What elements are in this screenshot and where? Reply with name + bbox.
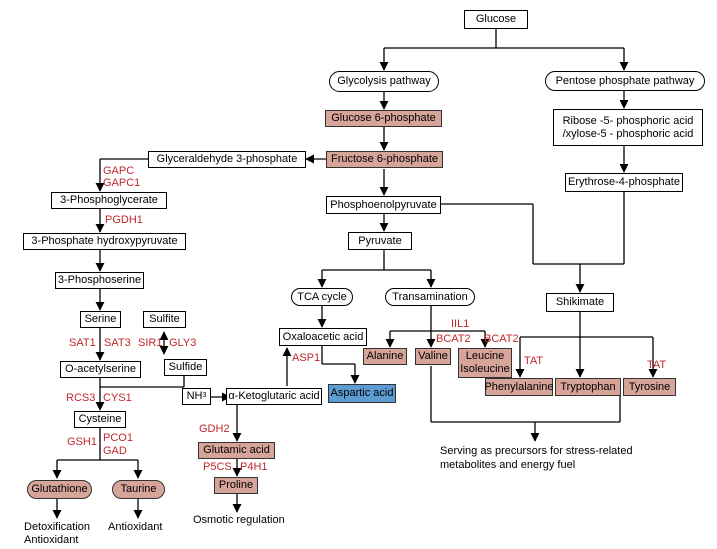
- enzyme-gdh2: GDH2: [199, 423, 230, 435]
- glutathione-node: Glutathione: [27, 480, 92, 499]
- enzyme-tat-phenylalanine: TAT: [524, 355, 544, 367]
- isoleucine-label: Isoleucine: [460, 363, 510, 375]
- glycolysis-pathway-node: Glycolysis pathway: [329, 71, 439, 92]
- serving-precursors-note-line1: Serving as precursors for stress-related: [440, 445, 633, 457]
- enzyme-cys1: CYS1: [103, 392, 132, 404]
- enzyme-p4h1: P4H1: [240, 461, 268, 473]
- enzyme-asp1: ASP1: [292, 352, 321, 364]
- osmotic-regulation-note: Osmotic regulation: [193, 514, 285, 526]
- enzyme-pgdh1: PGDH1: [105, 214, 143, 226]
- serving-precursors-note-line2: metabolites and energy fuel: [440, 459, 576, 471]
- erythrose-4-phosphate-node: Erythrose-4-phosphate: [565, 173, 683, 192]
- glucose-6-phosphate-node: Glucose 6-phosphate: [325, 110, 442, 127]
- glutathione-antioxidant-note: Antioxidant: [24, 534, 79, 546]
- taurine-antioxidant-note: Antioxidant: [108, 521, 163, 533]
- enzyme-sat1: SAT1: [69, 337, 96, 349]
- enzyme-gad: GAD: [103, 445, 127, 457]
- tca-cycle-node: TCA cycle: [291, 288, 353, 306]
- cysteine-node: Cysteine: [74, 411, 126, 428]
- tyrosine-node: Tyrosine: [623, 378, 676, 396]
- proline-node: Proline: [214, 477, 258, 494]
- enzyme-bcat2-leucine: BCAT2: [484, 333, 519, 345]
- enzyme-pco1: PCO1: [103, 432, 133, 444]
- enzyme-bcat2-valine: BCAT2: [436, 333, 471, 345]
- detoxification-note: Detoxification: [24, 521, 91, 533]
- 3-phosphate-hydroxypyruvate-node: 3-Phosphate hydroxypyruvate: [23, 233, 186, 250]
- glyceraldehyde-3-phosphate-node: Glyceraldehyde 3-phosphate: [148, 151, 306, 168]
- sulfite-node: Sulfite: [143, 311, 186, 328]
- o-acetylserine-node: O-acetylserine: [60, 361, 141, 378]
- oxaloacetic-acid-node: Oxaloacetic acid: [279, 328, 367, 346]
- alanine-node: Alanine: [363, 348, 407, 365]
- enzyme-gsh1: GSH1: [67, 436, 97, 448]
- ribose-line-2: /xylose-5 - phosphoric acid: [562, 127, 694, 140]
- sulfide-node: Sulfide: [164, 359, 207, 376]
- enzyme-sir1: SIR1: [138, 337, 163, 349]
- aspartic-acid-node: Aspartic acid: [328, 384, 396, 403]
- ribose-xylose-phosphoric-acid-node: Ribose -5- phosphoric acid /xylose-5 - p…: [553, 109, 703, 146]
- leucine-isoleucine-node: Leucine Isoleucine: [458, 348, 512, 378]
- enzyme-tat-tyrosine: TAT: [647, 359, 667, 371]
- enzyme-gapc1: GAPC1: [103, 177, 141, 189]
- enzyme-gapc: GAPC: [103, 165, 135, 177]
- enzyme-sat3: SAT3: [104, 337, 131, 349]
- phenylalanine-node: Phenylalanine: [484, 378, 554, 396]
- 3-phosphoserine-node: 3-Phosphoserine: [55, 272, 144, 289]
- ribose-line-1: Ribose -5- phosphoric acid: [562, 114, 694, 127]
- fructose-6-phosphate-node: Fructose 6-phosphate: [326, 151, 443, 168]
- glucose-node: Glucose: [464, 10, 528, 29]
- alpha-ketoglutaric-acid-node: α-Ketoglutaric acid: [226, 388, 322, 405]
- nh3-label: NH: [186, 390, 203, 403]
- pentose-phosphate-pathway-node: Pentose phosphate pathway: [545, 71, 705, 91]
- enzyme-p5cs: P5CS: [203, 461, 232, 473]
- tryptophan-node: Tryptophan: [555, 378, 621, 396]
- pyruvate-node: Pyruvate: [348, 232, 412, 250]
- nh3-subscript: 3: [202, 392, 207, 400]
- enzyme-rcs3: RCS3: [66, 392, 96, 404]
- valine-node: Valine: [415, 348, 451, 365]
- serine-node: Serine: [80, 311, 121, 328]
- 3-phosphoglycerate-node: 3-Phosphoglycerate: [51, 192, 167, 209]
- taurine-node: Taurine: [112, 480, 165, 499]
- transamination-node: Transamination: [385, 288, 475, 306]
- leucine-label: Leucine: [465, 350, 505, 363]
- shikimate-node: Shikimate: [546, 293, 614, 312]
- glutamic-acid-node: Glutamic acid: [198, 442, 275, 459]
- phosphoenolpyruvate-node: Phosphoenolpyruvate: [326, 196, 441, 214]
- enzyme-iil1: IIL1: [451, 318, 470, 330]
- enzyme-gly3: GLY3: [169, 337, 197, 349]
